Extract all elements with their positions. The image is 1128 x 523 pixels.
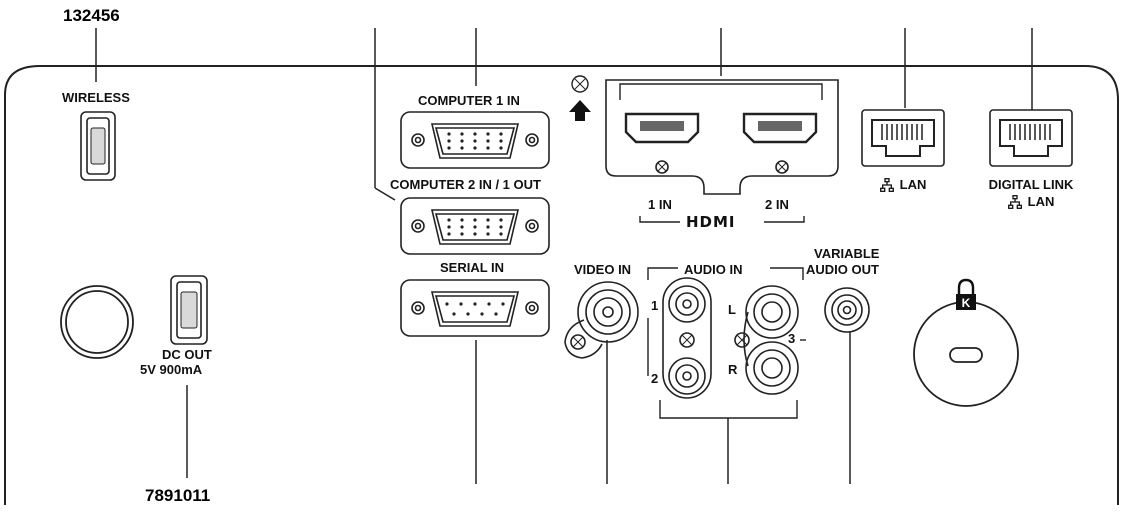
round-knob bbox=[60, 285, 134, 359]
label-lan-text: LAN bbox=[899, 177, 927, 192]
hdmi-port-2 bbox=[742, 112, 818, 144]
connector-pin bbox=[473, 232, 477, 236]
connector-pin bbox=[501, 302, 505, 306]
label-audio-in: AUDIO IN bbox=[684, 262, 743, 277]
vga-pins bbox=[445, 132, 505, 316]
connector-pin bbox=[486, 232, 490, 236]
connector-pin bbox=[499, 232, 503, 236]
serial-port bbox=[400, 279, 550, 337]
label-hdmi-2-in: 2 IN bbox=[765, 197, 789, 212]
audio-jacks-lr bbox=[734, 285, 799, 395]
label-computer1-in: COMPUTER 1 IN bbox=[418, 93, 520, 108]
top-screw bbox=[571, 75, 589, 93]
connector-pin bbox=[499, 146, 503, 150]
lan-network-icon bbox=[1007, 194, 1022, 209]
audio-jacks-left bbox=[662, 277, 712, 399]
connector-pin bbox=[460, 139, 464, 143]
connector-pin bbox=[447, 139, 451, 143]
label-digital-link-lan-text: LAN bbox=[1027, 194, 1055, 209]
connector-pin bbox=[487, 302, 491, 306]
label-dc-out-spec: 5V 900mA bbox=[140, 362, 203, 377]
connector-pin bbox=[460, 232, 464, 236]
label-audio-out: AUDIO OUT bbox=[806, 262, 879, 277]
video-in-jack bbox=[564, 281, 639, 359]
label-variable: VARIABLE bbox=[814, 246, 880, 261]
connector-pin bbox=[486, 225, 490, 229]
label-hdmi-1-in: 1 IN bbox=[648, 197, 672, 212]
connector-pin bbox=[445, 302, 449, 306]
connector-pin bbox=[494, 312, 498, 316]
hdmi-logo: HDMI bbox=[686, 213, 736, 231]
leader-computer2-bend bbox=[374, 187, 396, 201]
connector-pin bbox=[486, 139, 490, 143]
connector-pin bbox=[466, 312, 470, 316]
connector-pin bbox=[460, 146, 464, 150]
connector-pin bbox=[447, 132, 451, 136]
connector-pin bbox=[452, 312, 456, 316]
digital-link-port bbox=[989, 109, 1073, 167]
connector-pin bbox=[473, 132, 477, 136]
connector-pin bbox=[447, 218, 451, 222]
panel-outline bbox=[4, 65, 1119, 505]
connector-pin bbox=[460, 225, 464, 229]
connector-pin bbox=[473, 218, 477, 222]
callout-top: 132456 bbox=[63, 6, 120, 25]
arrow-up-icon bbox=[569, 100, 591, 121]
connector-pin bbox=[480, 312, 484, 316]
lan-network-icon bbox=[879, 177, 894, 192]
hdmi-block bbox=[605, 79, 839, 223]
label-computer2-in-out: COMPUTER 2 IN / 1 OUT bbox=[390, 177, 541, 192]
connector-pin bbox=[447, 225, 451, 229]
connector-pin bbox=[486, 218, 490, 222]
label-wireless: WIRELESS bbox=[62, 90, 130, 105]
audio-out-jack bbox=[824, 287, 870, 333]
vga-port-computer1 bbox=[400, 111, 550, 169]
connector-pin bbox=[460, 218, 464, 222]
connector-pin bbox=[499, 218, 503, 222]
connector-pin bbox=[460, 132, 464, 136]
callout-bottom: 7891011 bbox=[145, 486, 211, 505]
connector-pin bbox=[499, 139, 503, 143]
label-audio-3: 3 bbox=[788, 331, 796, 346]
connector-pin bbox=[486, 146, 490, 150]
label-video-in: VIDEO IN bbox=[574, 262, 632, 277]
label-digital-link: DIGITAL LINK bbox=[988, 177, 1074, 192]
label-lan: LAN bbox=[868, 177, 938, 192]
connector-pin bbox=[473, 302, 477, 306]
label-serial-in: SERIAL IN bbox=[440, 260, 505, 275]
connector-pin bbox=[499, 132, 503, 136]
svg-text:K: K bbox=[962, 296, 971, 310]
lan-port bbox=[861, 109, 945, 167]
label-audio-R: R bbox=[728, 362, 738, 377]
kensington-lock-icon: K bbox=[956, 278, 976, 310]
connector-pin bbox=[473, 146, 477, 150]
vga-port-computer2 bbox=[400, 197, 550, 255]
hdmi-port-1 bbox=[624, 112, 700, 144]
connector-pin bbox=[447, 146, 451, 150]
connector-pin bbox=[486, 132, 490, 136]
security-slot bbox=[913, 301, 1019, 407]
connector-pin bbox=[447, 232, 451, 236]
label-audio-L: L bbox=[728, 302, 736, 317]
usb-port-wireless bbox=[80, 111, 116, 181]
connector-pin bbox=[459, 302, 463, 306]
connector-pin bbox=[473, 225, 477, 229]
connector-pin bbox=[473, 139, 477, 143]
label-digital-link-lan: LAN bbox=[996, 194, 1066, 209]
connector-pin bbox=[499, 225, 503, 229]
usb-port-dc-out bbox=[170, 275, 208, 345]
label-audio-1: 1 bbox=[651, 298, 659, 313]
label-dc-out: DC OUT bbox=[162, 347, 212, 362]
audio-in-bracket bbox=[647, 267, 806, 419]
label-audio-2: 2 bbox=[651, 371, 659, 386]
